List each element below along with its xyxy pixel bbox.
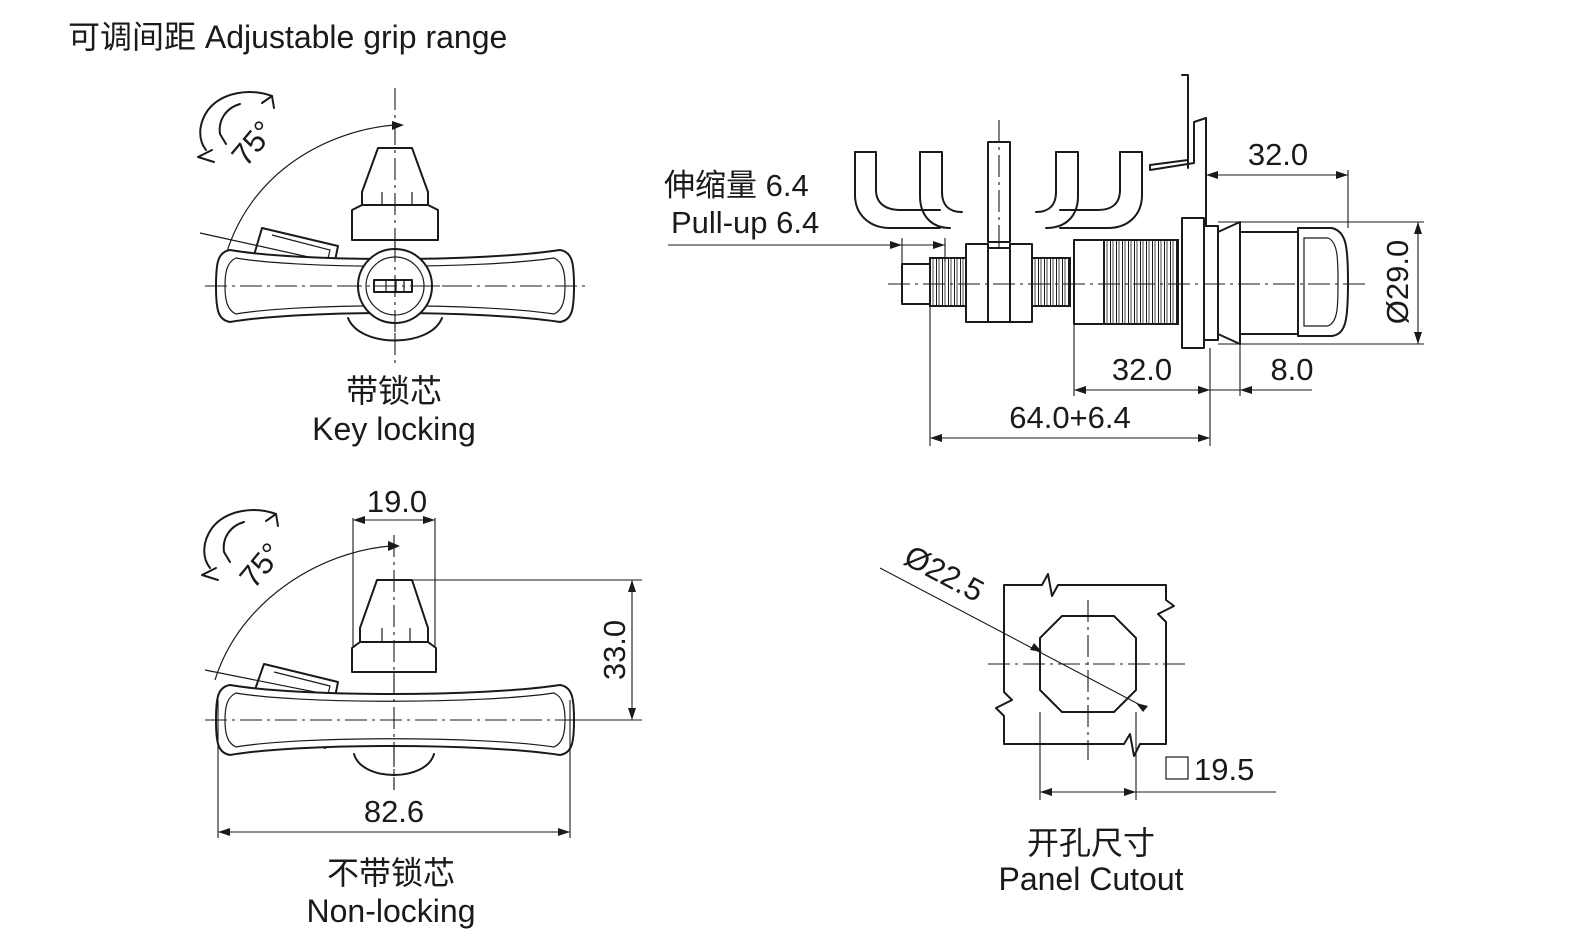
side-view: 伸缩量 6.4 Pull-up 6.4 32.0 Ø29.0 32.0 8.0	[664, 74, 1424, 446]
dim-cutout-diameter: Ø22.5	[899, 538, 990, 609]
handle-prongs	[854, 120, 1143, 260]
non-locking-caption-cn: 不带锁芯	[327, 855, 455, 891]
page-title: 可调间距 Adjustable grip range	[68, 19, 507, 55]
cutout-caption-cn: 开孔尺寸	[1027, 825, 1155, 861]
dim-diameter: Ø29.0	[1380, 240, 1415, 324]
dim-thread-length: 32.0	[1112, 352, 1172, 387]
dim-width: 82.6	[364, 794, 424, 829]
non-locking-caption-en: Non-locking	[307, 893, 476, 929]
pull-up-label-en: Pull-up 6.4	[671, 205, 819, 240]
non-locking-view: 75° 19.0 33.0	[201, 484, 642, 929]
rotation-angle-label: 75°	[233, 536, 290, 594]
dim-top: 32.0	[1248, 137, 1308, 172]
dim-total: 64.0+6.4	[1009, 400, 1131, 435]
key-locking-view: 75° 带锁芯 Key locking	[197, 88, 590, 447]
cutout-caption-en: Panel Cutout	[998, 861, 1183, 897]
key-locking-caption-cn: 带锁芯	[346, 373, 442, 409]
rotation-arrow-icon	[201, 509, 279, 581]
square-symbol-icon	[1165, 756, 1189, 780]
panel-cutout-view: Ø22.5 19.5 开孔尺寸 Panel Cutout	[879, 538, 1276, 897]
dim-knob-width: 19.0	[367, 484, 427, 519]
rotation-arrow-icon	[197, 91, 275, 163]
dim-cutout-square: 19.5	[1194, 752, 1254, 787]
key-locking-caption-en: Key locking	[312, 411, 476, 447]
dim-head: 8.0	[1270, 352, 1313, 387]
rotation-angle-label: 75°	[225, 114, 282, 172]
dim-height: 33.0	[597, 620, 632, 680]
pull-up-label-cn: 伸缩量 6.4	[664, 168, 809, 203]
